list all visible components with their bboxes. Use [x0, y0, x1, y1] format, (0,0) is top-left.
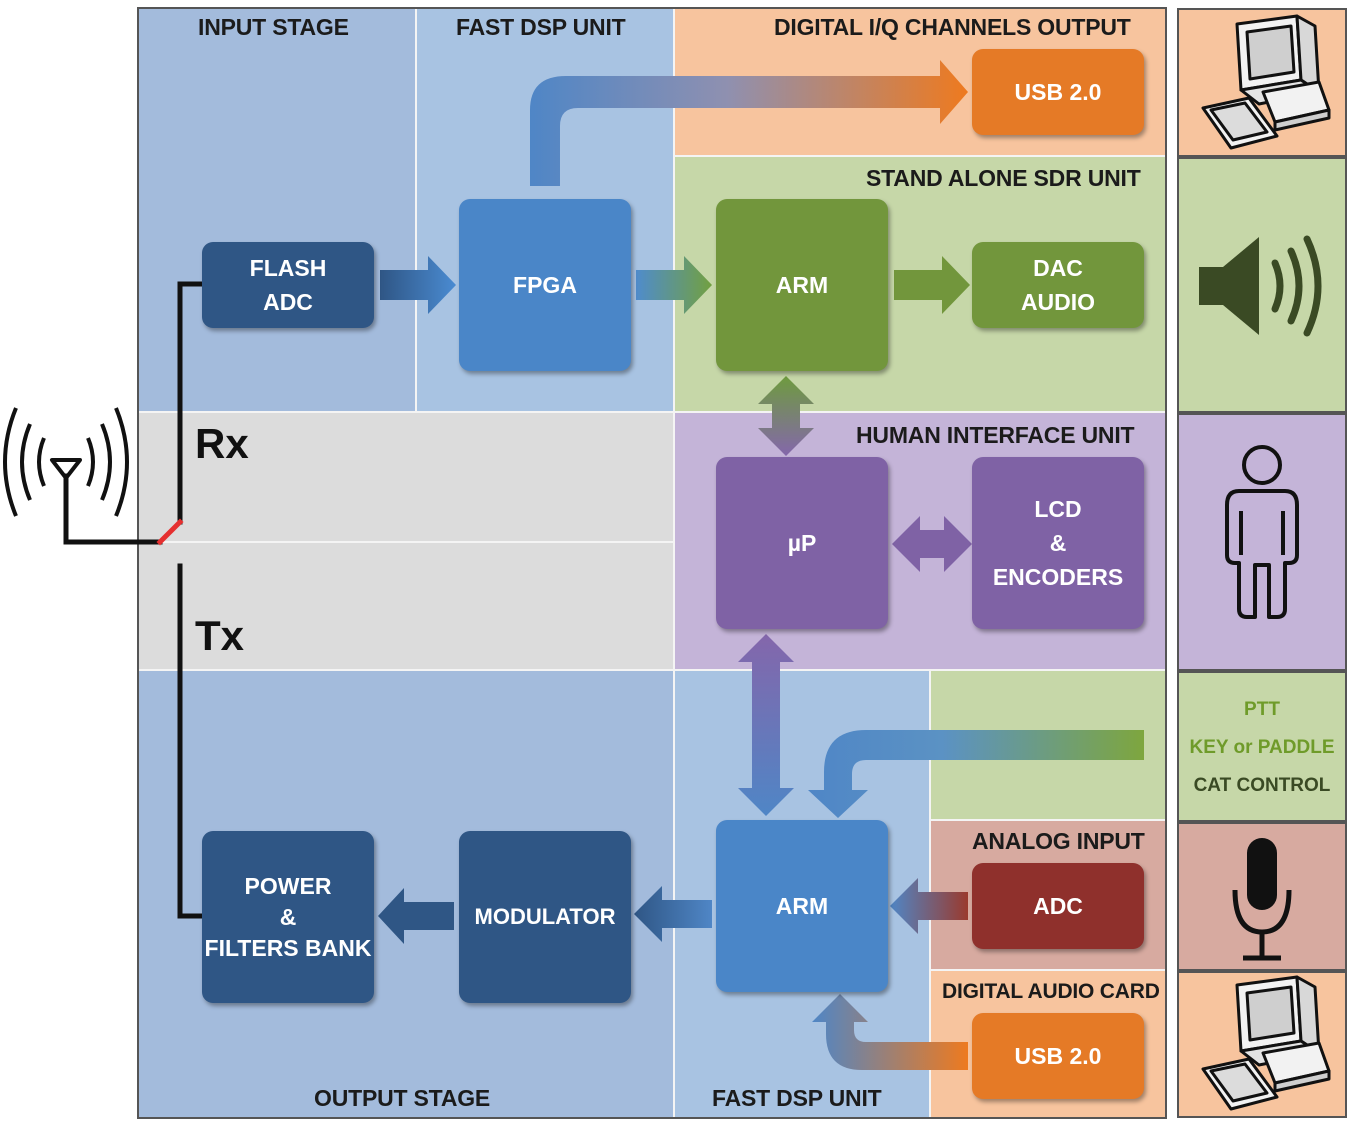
flash-adc-line2: ADC	[263, 289, 313, 315]
side-cell-computer-bottom	[1177, 971, 1347, 1118]
up-block: µP	[716, 457, 888, 629]
computer-icon	[1201, 14, 1331, 150]
side-cell-speaker	[1177, 157, 1347, 413]
dac-audio-block: DAC AUDIO	[972, 242, 1144, 328]
person-icon	[1225, 445, 1299, 619]
fast-dsp-bottom-title: FAST DSP UNIT	[712, 1085, 882, 1111]
arrow-usb-arm	[812, 994, 968, 1070]
up-label: µP	[787, 530, 817, 556]
usb-top-block: USB 2.0	[972, 49, 1144, 135]
lcd-line1: LCD	[1034, 496, 1082, 522]
input-stage-region	[138, 8, 416, 412]
modulator-block: MODULATOR	[459, 831, 631, 1003]
arrow-controls-arm	[808, 730, 1144, 818]
arrow-arm-up	[758, 376, 814, 456]
adc-block: ADC	[972, 863, 1144, 949]
cat-control-label: CAT CONTROL	[1193, 775, 1331, 796]
power-line2: &	[279, 903, 297, 930]
adc-label: ADC	[1033, 893, 1083, 919]
usb-top-label: USB 2.0	[1014, 79, 1102, 105]
analog-input-title: ANALOG INPUT	[972, 828, 1145, 854]
power-filters-block: POWER & FILTERS BANK	[202, 831, 374, 1003]
digital-audio-title: DIGITAL AUDIO CARD	[942, 980, 1160, 1003]
arrow-fpga-usb	[530, 60, 968, 186]
modulator-label: MODULATOR	[474, 904, 616, 929]
arrow-up-armbottom	[738, 634, 794, 816]
fpga-block: FPGA	[459, 199, 631, 371]
arrow-modulator-power	[378, 888, 454, 944]
sdr-unit-title: STAND ALONE SDR UNIT	[866, 165, 1141, 191]
dac-audio-line1: DAC	[1033, 255, 1083, 281]
fast-dsp-top-title: FAST DSP UNIT	[456, 14, 626, 40]
arrow-arm-dac	[894, 256, 970, 314]
arm-top-label: ARM	[775, 272, 829, 298]
arrow-up-lcd	[892, 516, 972, 572]
usb-bottom-block: USB 2.0	[972, 1013, 1144, 1099]
human-interface-title: HUMAN INTERFACE UNIT	[856, 422, 1135, 448]
power-line3: FILTERS BANK	[204, 934, 372, 961]
arrow-arm-modulator	[634, 886, 712, 942]
tx-label: Tx	[195, 612, 245, 659]
antenna-feed	[63, 281, 205, 919]
lcd-encoders-block: LCD & ENCODERS	[972, 457, 1144, 629]
key-paddle-label: KEY or PADDLE	[1189, 737, 1335, 758]
arm-top-block: ARM	[716, 199, 888, 371]
lcd-line3: ENCODERS	[992, 564, 1124, 590]
tx-band	[138, 542, 674, 670]
iq-output-title: DIGITAL I/Q CHANNELS OUTPUT	[774, 14, 1131, 40]
arrow-fpga-arm	[636, 256, 712, 314]
side-cell-person	[1177, 413, 1347, 671]
output-stage-title: OUTPUT STAGE	[314, 1085, 491, 1111]
antenna-icon	[3, 407, 129, 517]
rx-label: Rx	[195, 420, 249, 467]
side-cell-microphone	[1177, 822, 1347, 971]
arrow-adc-fpga	[380, 256, 456, 314]
side-cell-controls: PTT KEY or PADDLE CAT CONTROL	[1177, 671, 1347, 822]
speaker-icon	[1199, 235, 1322, 337]
arm-bottom-label: ARM	[775, 893, 829, 919]
arm-bottom-block: ARM	[716, 820, 888, 992]
dac-audio-line2: AUDIO	[1020, 289, 1096, 315]
microphone-icon	[1232, 838, 1292, 961]
ptt-label: PTT	[1244, 699, 1280, 720]
fpga-label: FPGA	[513, 272, 577, 298]
flash-adc-block: FLASH ADC	[202, 242, 374, 328]
usb-bottom-label: USB 2.0	[1014, 1043, 1102, 1069]
side-cell-computer-top	[1177, 8, 1347, 157]
lcd-line2: &	[1049, 530, 1067, 556]
arrow-adc-arm	[890, 878, 968, 934]
flash-adc-line1: FLASH	[249, 255, 327, 281]
rx-band	[138, 412, 674, 542]
input-stage-title: INPUT STAGE	[198, 14, 349, 40]
computer-icon	[1201, 975, 1331, 1111]
power-line1: POWER	[244, 872, 332, 899]
